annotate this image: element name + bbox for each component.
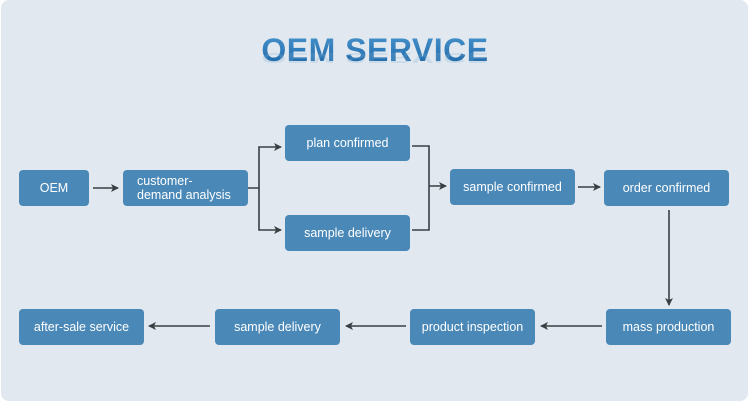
node-label: product inspection (421, 320, 524, 334)
node-customer-demand-analysis: customer- demand analysis (123, 170, 248, 206)
node-order-confirmed: order confirmed (604, 170, 729, 206)
node-after-sale-service: after-sale service (19, 309, 144, 345)
node-label: after-sale service (33, 320, 130, 334)
node-sample-confirmed: sample confirmed (450, 169, 575, 205)
node-mass-production: mass production (606, 309, 731, 345)
node-label: OEM (39, 181, 69, 195)
node-label: mass production (622, 320, 715, 334)
node-label: plan confirmed (306, 136, 389, 150)
edge-demand-analysis-to-plan-confirmed (248, 143, 282, 189)
node-plan-confirmed: plan confirmed (285, 125, 410, 161)
node-label: order confirmed (622, 181, 711, 195)
node-sample-delivery-1: sample delivery (285, 215, 410, 251)
diagram-title: OEM SERVICE (0, 32, 750, 69)
node-label: sample delivery (234, 320, 321, 334)
edge-demand-analysis-to-sample-delivery (258, 188, 282, 234)
edge-sample-delivery-to-sample-confirmed (412, 186, 430, 231)
node-sample-delivery-2: sample delivery (215, 309, 340, 345)
node-label: customer- demand analysis (137, 174, 231, 202)
node-label-line2: demand analysis (137, 188, 231, 202)
edge-plan-confirmed-to-sample-confirmed (412, 145, 430, 186)
node-label-line1: customer- (137, 174, 193, 188)
node-label: sample delivery (304, 226, 391, 240)
node-oem: OEM (19, 170, 89, 206)
node-product-inspection: product inspection (410, 309, 535, 345)
node-label: sample confirmed (463, 180, 562, 194)
